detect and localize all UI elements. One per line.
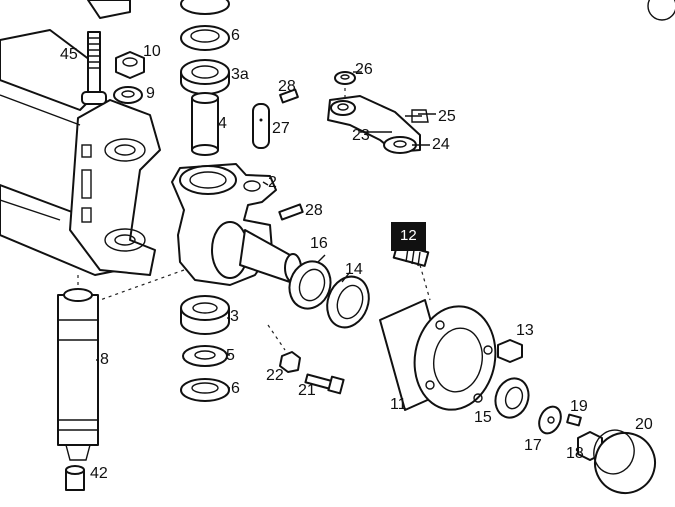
callout-17: 17 xyxy=(524,437,542,454)
seal-6-top xyxy=(180,0,230,51)
seal-16 xyxy=(288,260,332,310)
callout-27: 27 xyxy=(272,120,290,137)
steering-arm-23 xyxy=(327,71,429,154)
callout-10: 10 xyxy=(143,43,161,60)
callout-24: 24 xyxy=(432,136,450,153)
callout-28-top: 28 xyxy=(278,78,296,95)
callout-6-bottom: 6 xyxy=(231,380,240,397)
pin-28-top xyxy=(279,88,299,104)
callout-3a: 3a xyxy=(231,66,249,83)
upper-block xyxy=(87,0,131,19)
leader-lines xyxy=(96,71,436,389)
washer-9 xyxy=(113,86,143,104)
king-pin-8 xyxy=(57,275,99,461)
hubcap-edge xyxy=(647,0,675,21)
bearing-3 xyxy=(180,295,230,335)
pin-27 xyxy=(252,103,270,149)
callout-8: 8 xyxy=(100,351,109,368)
callout-25: 25 xyxy=(438,108,456,125)
nipple-22 xyxy=(267,324,301,373)
callout-4: 4 xyxy=(218,115,227,132)
nut-10 xyxy=(115,51,145,79)
bearing-15 xyxy=(494,377,530,419)
callout-13: 13 xyxy=(516,322,534,339)
callout-12-highlighted: 12 xyxy=(391,222,426,251)
callout-6-top: 6 xyxy=(231,27,240,44)
callout-15: 15 xyxy=(474,409,492,426)
callout-23: 23 xyxy=(352,127,370,144)
nut-13 xyxy=(497,339,523,363)
steering-knuckle-2 xyxy=(99,163,302,301)
callout-3: 3 xyxy=(230,308,239,325)
callout-26: 26 xyxy=(355,61,373,78)
callout-5: 5 xyxy=(226,347,235,364)
callout-9: 9 xyxy=(146,85,155,102)
bolt-21 xyxy=(304,373,345,395)
hub-cap-20 xyxy=(593,429,656,494)
callout-42: 42 xyxy=(90,465,108,482)
pin-28-mid xyxy=(278,203,304,221)
bearing-14 xyxy=(326,275,370,329)
callout-45: 45 xyxy=(60,46,78,63)
callout-2: 2 xyxy=(268,174,277,191)
bolt-45 xyxy=(81,31,107,105)
wheel-hub-11 xyxy=(379,299,497,411)
callout-20: 20 xyxy=(635,416,653,433)
wheel-stud-12 xyxy=(392,243,431,301)
callout-14: 14 xyxy=(345,261,363,278)
callout-28-mid: 28 xyxy=(305,202,323,219)
bushing-4 xyxy=(191,92,219,156)
callout-22: 22 xyxy=(266,367,284,384)
seal-6-bottom xyxy=(180,378,230,402)
callout-21: 21 xyxy=(298,382,316,399)
bearing-3a xyxy=(180,59,230,95)
callout-19: 19 xyxy=(570,398,588,415)
callout-16: 16 xyxy=(310,235,328,252)
washer-5 xyxy=(182,345,228,367)
cotter-pin-19 xyxy=(566,413,582,427)
axle-beam xyxy=(0,29,161,276)
washer-17 xyxy=(538,405,562,435)
plug-42 xyxy=(65,465,85,491)
callout-18: 18 xyxy=(566,445,584,462)
callout-11: 11 xyxy=(390,396,407,413)
